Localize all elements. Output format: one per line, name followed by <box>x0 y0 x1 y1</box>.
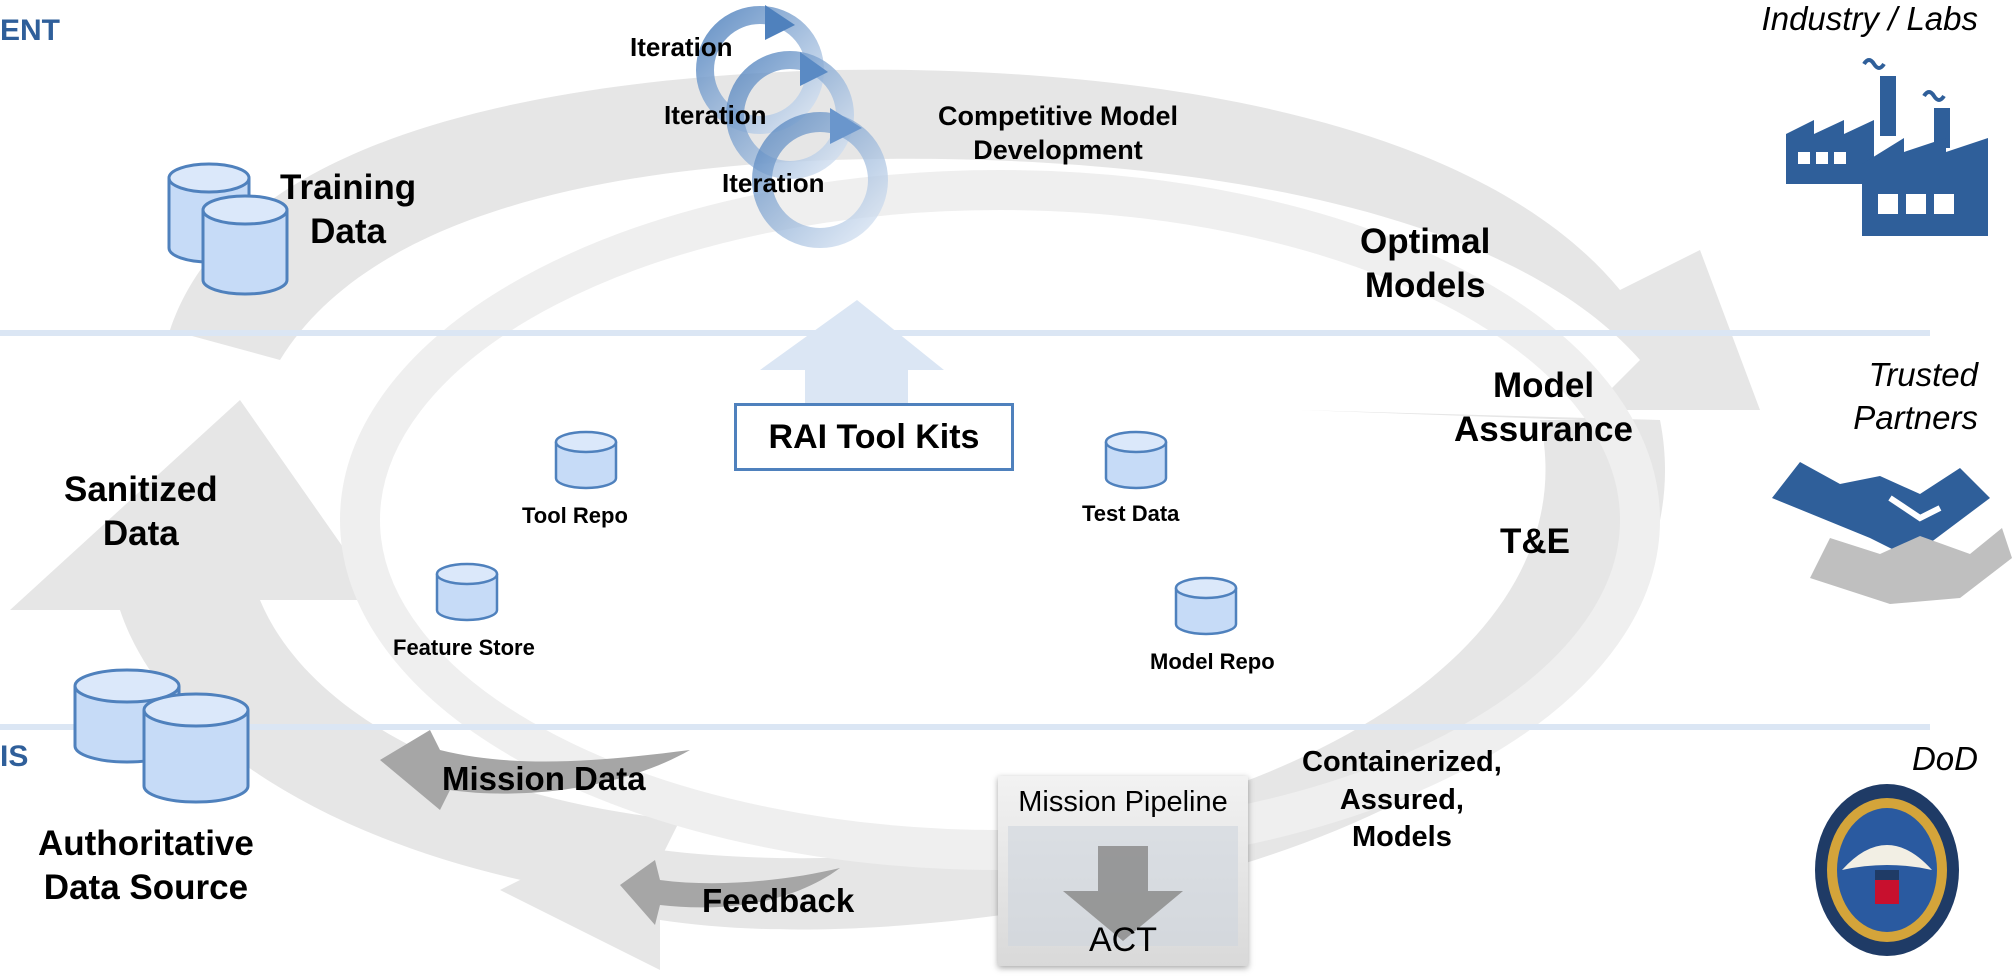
training-data-label: Training Data <box>280 166 416 254</box>
iteration-label-2: Iteration <box>664 100 767 130</box>
containerized-line-3: Models <box>1351 821 1452 854</box>
dod-seal-icon <box>1815 784 1959 956</box>
test-data-label: Test Data <box>1082 501 1180 526</box>
competitive-line-1: Competitive Model <box>938 101 1179 131</box>
mission-pipeline-title: Mission Pipeline <box>1018 786 1228 818</box>
iteration-label-3: Iteration <box>722 168 825 198</box>
mission-data-arrow <box>380 730 690 810</box>
model-repo-label: Model Repo <box>1150 649 1275 674</box>
training-line-2: Data <box>310 211 386 251</box>
authoritative-database-icon <box>73 668 250 804</box>
iteration-label-1: Iteration <box>630 32 733 62</box>
containerized-line-1: Containerized, <box>1302 746 1502 778</box>
rai-tool-kits-box: RAI Tool Kits <box>734 403 1014 471</box>
authoritative-data-source-label: Authoritative Data Source <box>38 822 254 910</box>
sanitized-line-1: Sanitized <box>64 470 218 509</box>
optimal-line-2: Models <box>1364 265 1486 305</box>
industry-labs-label: Industry / Labs <box>1761 0 1978 37</box>
handshake-icon <box>1772 462 2012 604</box>
optimal-line-1: Optimal <box>1360 222 1491 261</box>
trusted-line-2: Partners <box>1853 398 1978 436</box>
assurance-line-1: Model <box>1492 366 1595 405</box>
tool-repo-database-icon <box>554 430 618 490</box>
te-label: T&E <box>1500 522 1570 561</box>
zone-label-bottom: IS <box>0 740 29 773</box>
trusted-partners-label: Trusted Partners <box>1853 354 1978 440</box>
dod-label: DoD <box>1911 740 1978 777</box>
optimal-models-label: Optimal Models <box>1360 220 1490 308</box>
containerized-line-2: Assured, <box>1339 783 1464 816</box>
cycle-arrow-left <box>10 400 680 900</box>
cycle-arrow-top <box>170 69 1760 410</box>
zone-label-top: ENT <box>0 14 60 47</box>
mission-data-label: Mission Data <box>442 760 646 797</box>
sanitized-line-2: Data <box>102 513 179 553</box>
containerized-models-label: Containerized, Assured, Models <box>1302 744 1502 857</box>
mission-pipeline-act: ACT <box>1089 921 1157 959</box>
model-assurance-label: Model Assurance <box>1454 364 1633 452</box>
divider-top <box>0 330 1930 336</box>
mission-pipeline-box: Mission Pipeline ACT <box>998 776 1248 966</box>
assurance-line-2: Assurance <box>1454 409 1633 449</box>
tool-repo-label: Tool Repo <box>522 503 628 528</box>
sanitized-data-label: Sanitized Data <box>64 468 218 556</box>
trusted-line-1: Trusted <box>1868 356 1978 393</box>
authoritative-line-2: Data Source <box>43 867 249 907</box>
factory-icon <box>1786 58 1988 236</box>
feature-store-database-icon <box>435 562 499 622</box>
feedback-arrow <box>620 860 840 925</box>
training-data-database-icon <box>167 162 289 296</box>
authoritative-line-1: Authoritative <box>38 824 254 863</box>
iteration-cycle-icon <box>696 5 888 248</box>
feedback-label: Feedback <box>702 882 855 919</box>
competitive-line-2: Development <box>973 134 1143 165</box>
training-line-1: Training <box>280 168 417 207</box>
model-repo-database-icon <box>1174 576 1238 636</box>
feature-store-label: Feature Store <box>393 635 535 660</box>
pipeline-down-arrow-icon <box>1008 826 1238 946</box>
divider-bottom <box>0 724 1930 730</box>
competitive-model-label: Competitive Model Development <box>938 100 1178 168</box>
test-data-database-icon <box>1104 430 1168 490</box>
